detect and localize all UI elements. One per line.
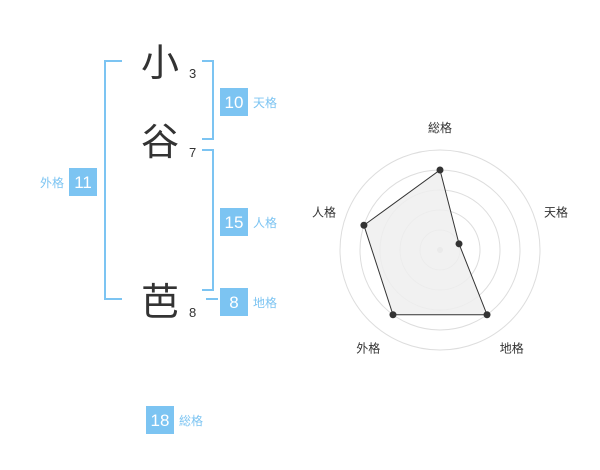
radar-point-5 [360, 221, 368, 229]
radar-series-polygon [363, 169, 488, 316]
tenkaku-value: 10 [220, 88, 248, 116]
chikaku-badge: 8 地格 [220, 288, 277, 316]
jinkaku-label: 人格 [253, 215, 278, 230]
chikaku-label: 地格 [253, 295, 278, 310]
radar-point-4 [389, 311, 397, 319]
tenkaku-badge: 10 天格 [220, 88, 277, 116]
chikaku-value: 8 [220, 288, 248, 316]
stroke-count-2: 7 [189, 145, 197, 160]
gaikaku-value: 11 [69, 168, 98, 196]
radar-axis-label-3: 地格 [500, 341, 524, 356]
radar-point-3 [483, 311, 491, 319]
tenkaku-bracket [202, 60, 214, 140]
jinkaku-value: 15 [220, 208, 248, 236]
gaikaku-label: 外格 [40, 175, 65, 190]
soukaku-badge: 18 総格 [146, 406, 203, 434]
tenkaku-label: 天格 [253, 95, 278, 110]
soukaku-value: 18 [146, 406, 174, 434]
radar-axis-label-2: 天格 [544, 204, 568, 219]
stroke-count-1: 3 [189, 66, 197, 81]
stroke-count-3: 8 [189, 305, 197, 320]
radar-point-2 [455, 240, 463, 248]
radar-ring [339, 149, 541, 351]
radar-area [363, 169, 488, 316]
gaikaku-bracket [104, 60, 122, 300]
chikaku-connector [206, 298, 218, 300]
name-char-3: 芭 [141, 280, 180, 324]
radar-axis-label-5: 人格 [312, 204, 336, 219]
radar-point-1 [436, 166, 444, 174]
jinkaku-bracket [202, 149, 214, 291]
name-char-1: 小 [141, 41, 180, 85]
gaikaku-badge: 外格 11 [40, 168, 98, 196]
jinkaku-badge: 15 人格 [220, 208, 277, 236]
radar-axis-label-1: 総格 [428, 120, 452, 135]
name-char-2: 谷 [141, 120, 180, 164]
radar-axis-label-4: 外格 [356, 341, 380, 356]
soukaku-label: 総格 [179, 413, 204, 428]
radar-points [360, 166, 491, 319]
